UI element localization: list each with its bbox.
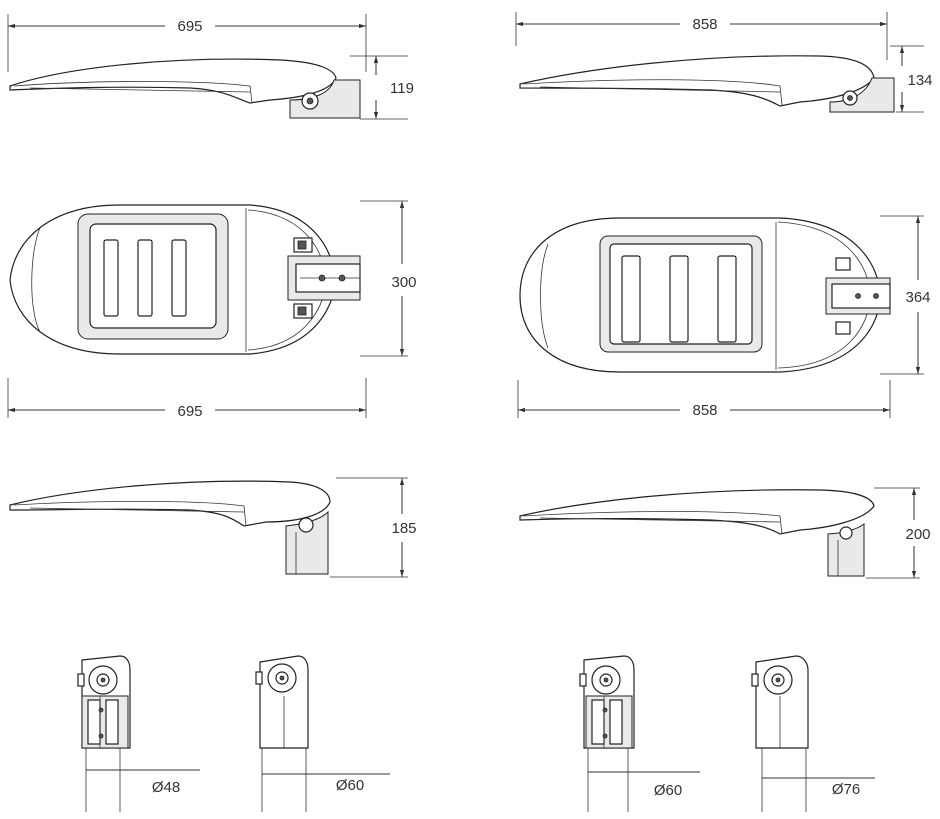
small-side-view: 695 119 (7, 14, 414, 120)
adapter-1-label: Ø48 (152, 779, 180, 796)
adapter-4-label: Ø76 (832, 781, 860, 798)
adapter-3-view: Ø60 (579, 655, 700, 812)
large-led-strips (621, 255, 737, 343)
adapter-4-view: Ø76 (751, 655, 875, 812)
small-led-strips (103, 239, 187, 317)
large-side-length-label: 858 (692, 16, 717, 33)
adapter-3-label: Ø60 (654, 782, 682, 799)
large-side-view: 858 134 (515, 12, 933, 113)
small-side-height-label: 119 (390, 80, 414, 97)
small-top-width-label: 300 (391, 274, 416, 291)
adapter-2-view: Ø60 (255, 655, 390, 812)
small-top-length-label: 695 (177, 403, 202, 420)
adapter-1-view: Ø48 (77, 655, 200, 812)
small-arm-side-view: 185 (9, 477, 417, 578)
large-arm-side-view: 200 (519, 487, 931, 579)
small-side-length-label: 695 (177, 18, 202, 35)
large-top-view: 364 858 (517, 215, 931, 419)
small-arm-height-label: 185 (391, 520, 416, 537)
adapter-2-label: Ø60 (336, 777, 364, 794)
large-arm-height-label: 200 (905, 526, 930, 543)
large-side-height-label: 134 (907, 72, 932, 89)
large-top-length-label: 858 (692, 402, 717, 419)
small-top-view: 300 695 (7, 200, 417, 420)
large-top-width-label: 364 (905, 289, 930, 306)
